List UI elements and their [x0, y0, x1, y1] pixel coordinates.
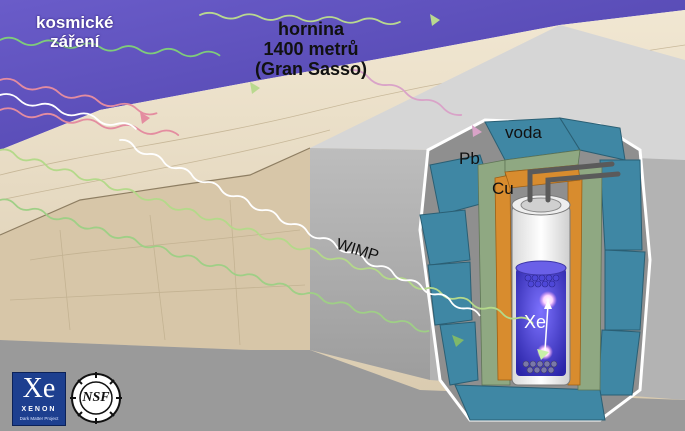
cosmic-ray-arrowheads: [140, 14, 482, 137]
nsf-logo-seal-icon: [70, 372, 122, 424]
pmt-array-top: [524, 274, 560, 288]
label-cosmic-rays-line2: záření: [50, 31, 100, 51]
label-lead: Pb: [459, 149, 480, 168]
xenon-logo: Xe XENON Dark Matter Project: [12, 372, 66, 426]
sky-area: [0, 0, 685, 150]
nsf-logo-text: NSF: [82, 390, 110, 405]
label-rock-line2: 1400 metrů: [263, 38, 359, 59]
label-rock-line1: hornina: [278, 19, 345, 39]
wimp-tracks: [0, 138, 534, 333]
label-cosmic-rays: kosmické záření: [36, 13, 114, 51]
xenon-logo-subtitle: Dark Matter Project: [19, 416, 59, 421]
pmt-array-bottom: [522, 360, 558, 374]
pipes: [527, 161, 621, 203]
label-xenon: Xe: [524, 312, 547, 332]
wimp-arrowheads: [452, 335, 549, 360]
label-rock-line3: (Gran Sasso): [255, 58, 368, 79]
xenon-logo-symbol: Xe: [22, 373, 56, 404]
label-cosmic-rays-line1: kosmické: [36, 13, 114, 32]
cosmic-ray-tracks: [0, 11, 463, 136]
label-copper: Cu: [492, 179, 514, 198]
label-rock: hornina 1400 metrů (Gran Sasso): [255, 19, 368, 79]
nsf-logo: NSF: [70, 372, 122, 424]
drift-arrow: [544, 304, 549, 351]
xenon-logo-word: XENON: [21, 406, 57, 413]
label-water: voda: [505, 123, 542, 142]
rock-edge-line: [0, 147, 311, 236]
rock-cut-face: [0, 148, 310, 350]
